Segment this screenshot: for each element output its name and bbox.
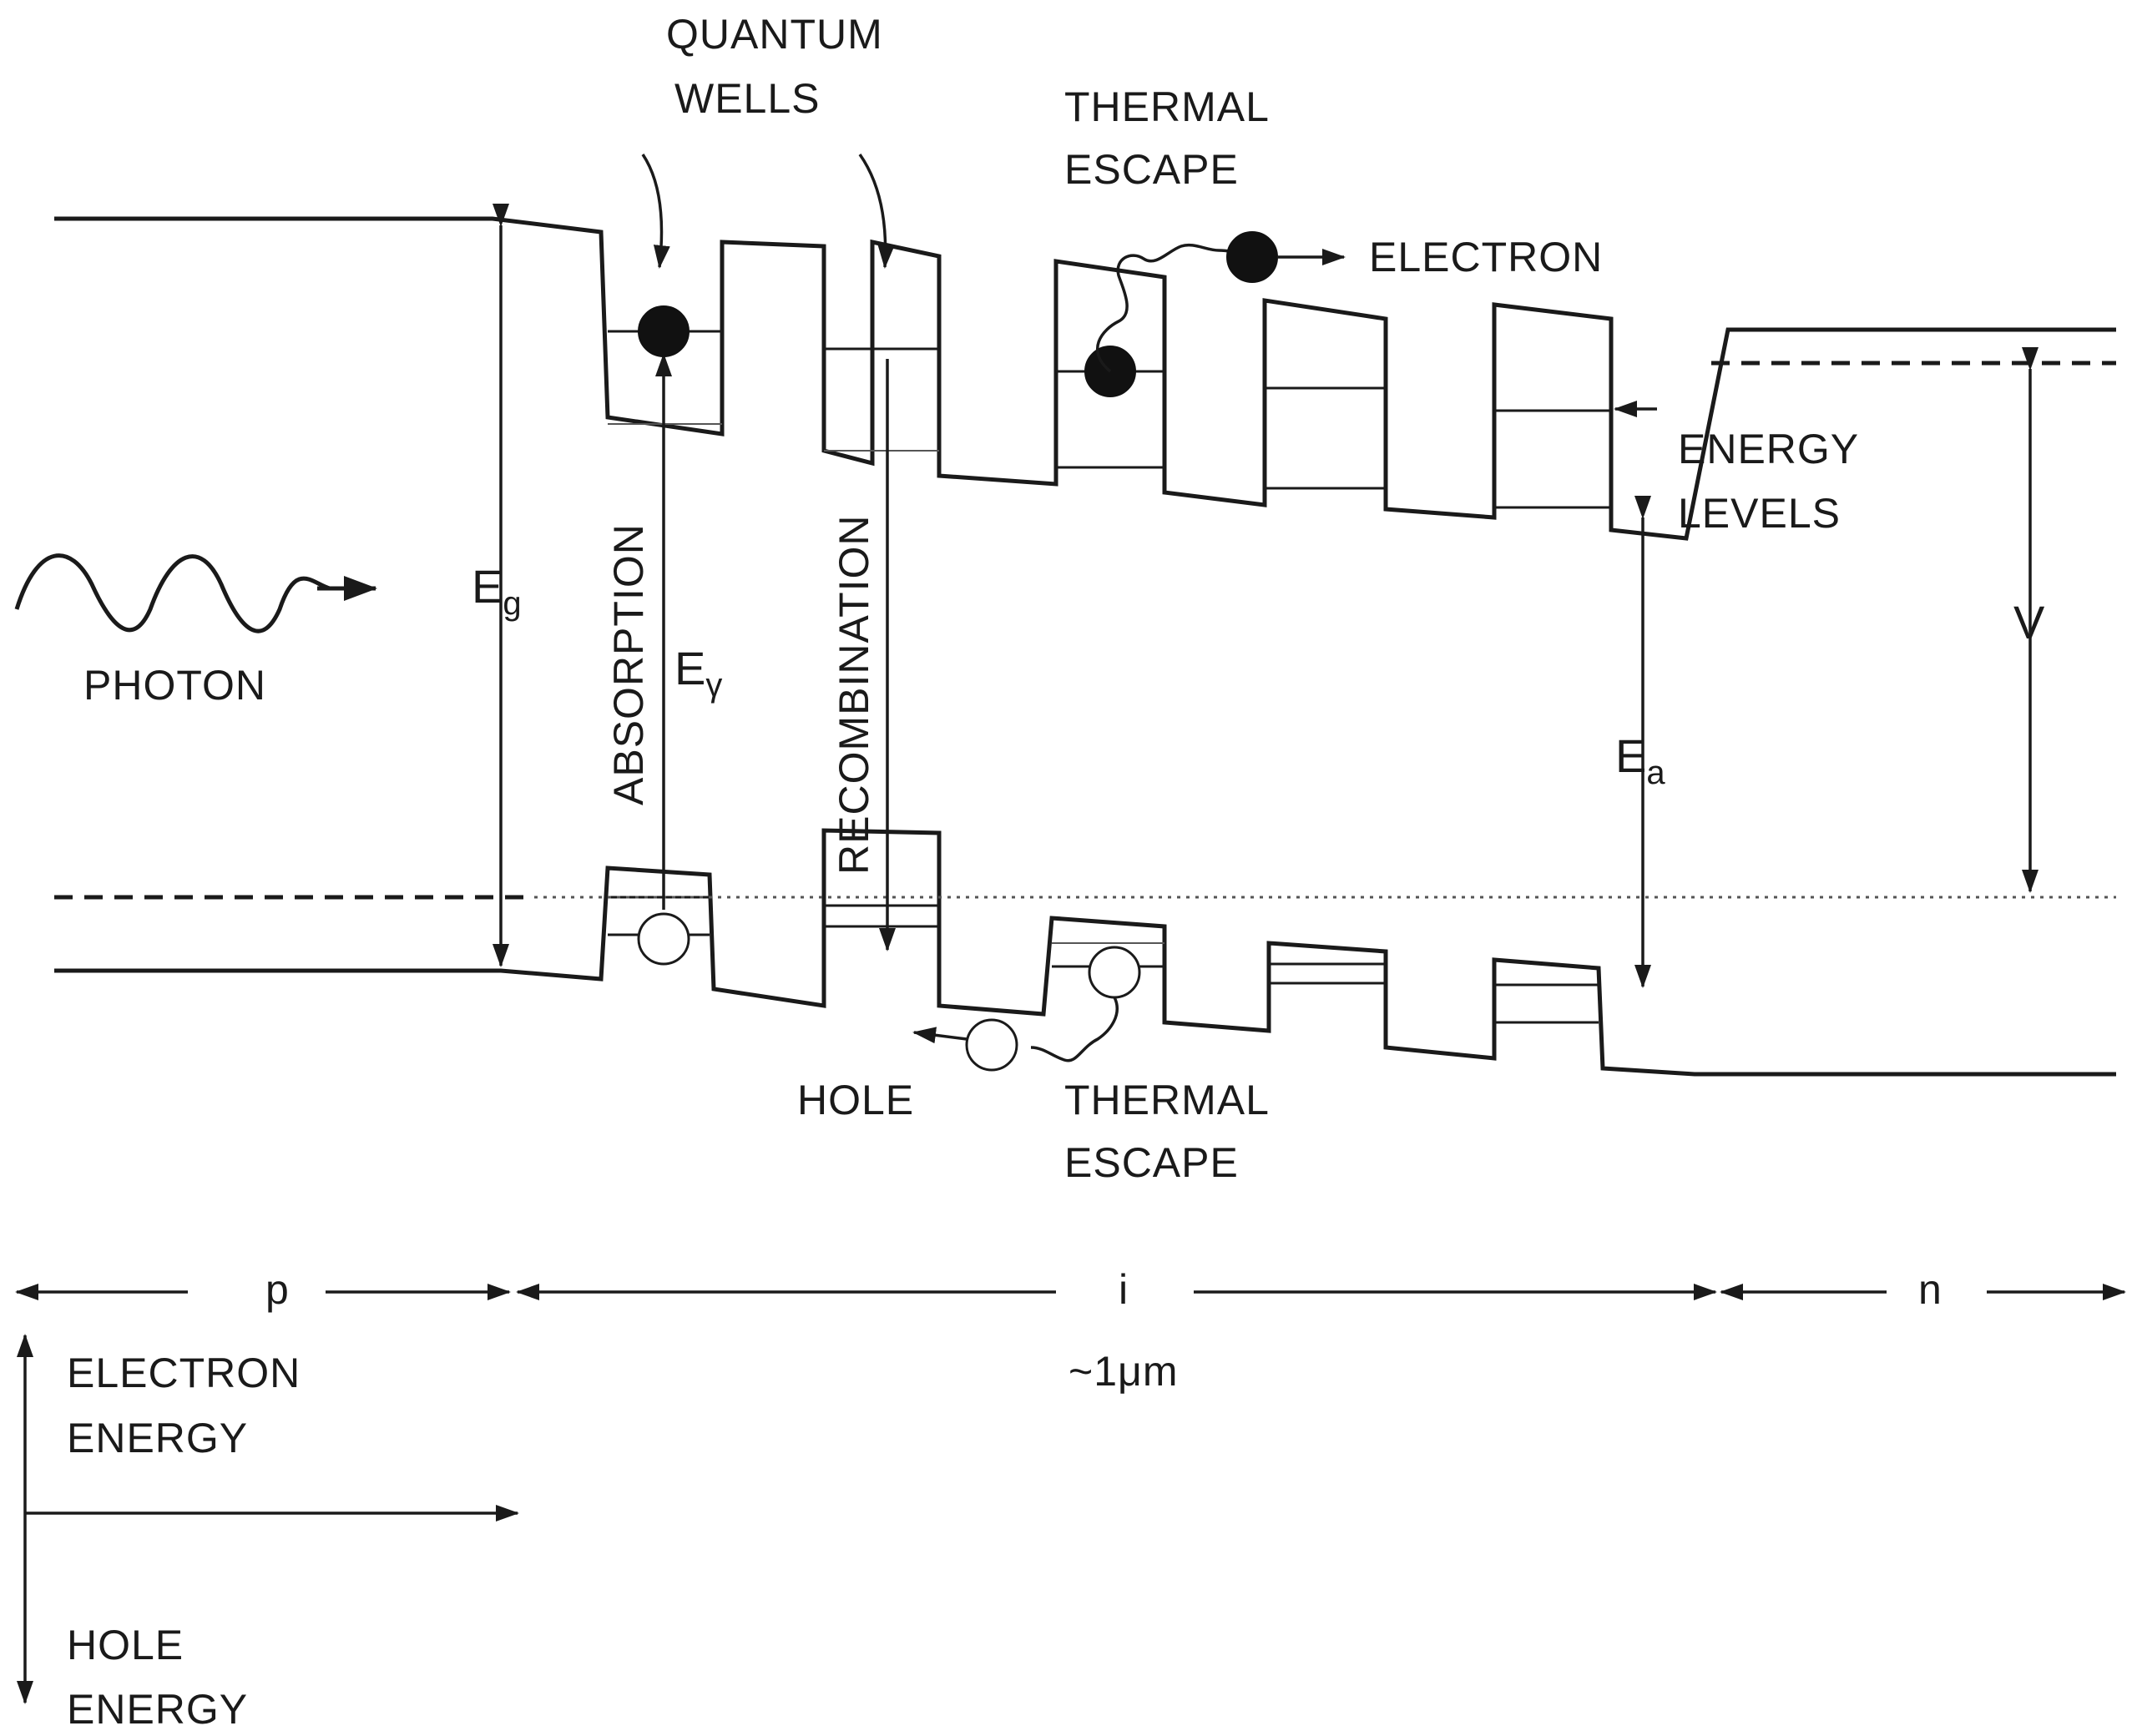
region-i-label: i bbox=[1119, 1266, 1129, 1313]
hole-energy-label-line1: HOLE bbox=[67, 1622, 184, 1668]
ey-label: Eγ bbox=[674, 642, 722, 704]
ea-label: Ea bbox=[1615, 729, 1665, 791]
hole-escape-arrow bbox=[912, 1027, 967, 1044]
quantum-wells-arrow-right bbox=[858, 153, 895, 269]
energy-levels-label-line1: ENERGY bbox=[1678, 426, 1859, 472]
hole-energy-label-line2: ENERGY bbox=[67, 1686, 248, 1733]
absorption-label: ABSORPTION bbox=[605, 523, 652, 805]
quantum-wells-label-line1: QUANTUM bbox=[666, 11, 883, 58]
energy-levels-label-line2: LEVELS bbox=[1678, 490, 1841, 537]
eg-label: Eg bbox=[472, 560, 522, 622]
quantum-wells-arrow-left bbox=[641, 154, 670, 269]
thermal-escape-hole-path bbox=[1030, 997, 1119, 1062]
thickness-label: ~1μm bbox=[1068, 1348, 1178, 1395]
valence-band-edge bbox=[54, 828, 2116, 1077]
hole-label: HOLE bbox=[797, 1077, 914, 1123]
escaped-electron-particle bbox=[1226, 231, 1278, 283]
thermal-escape-bottom-line1: THERMAL bbox=[1064, 1077, 1270, 1123]
recombination-label: RECOMBINATION bbox=[831, 514, 877, 875]
hole-particle bbox=[1088, 946, 1141, 999]
quantum-wells-label-line2: WELLS bbox=[674, 75, 821, 122]
hole-particle bbox=[637, 912, 690, 966]
photon-label: PHOTON bbox=[83, 662, 266, 709]
electron-particle bbox=[638, 305, 690, 357]
electron-energy-label-line1: ELECTRON bbox=[67, 1350, 301, 1396]
conduction-band-edge bbox=[54, 216, 2116, 541]
thermal-escape-top-line2: ESCAPE bbox=[1064, 146, 1239, 193]
electron-energy-label-line2: ENERGY bbox=[67, 1415, 248, 1461]
thermal-escape-bottom-line2: ESCAPE bbox=[1064, 1139, 1239, 1186]
thermal-escape-top-line1: THERMAL bbox=[1064, 83, 1270, 130]
region-p-label: p bbox=[265, 1266, 290, 1313]
thermal-escape-electron-path bbox=[1096, 243, 1257, 373]
v-label: V bbox=[2013, 596, 2045, 648]
photon-wave bbox=[14, 553, 331, 633]
electron-label: ELECTRON bbox=[1369, 234, 1603, 280]
region-n-label: n bbox=[1918, 1266, 1942, 1313]
escaped-hole-particle bbox=[965, 1018, 1018, 1072]
